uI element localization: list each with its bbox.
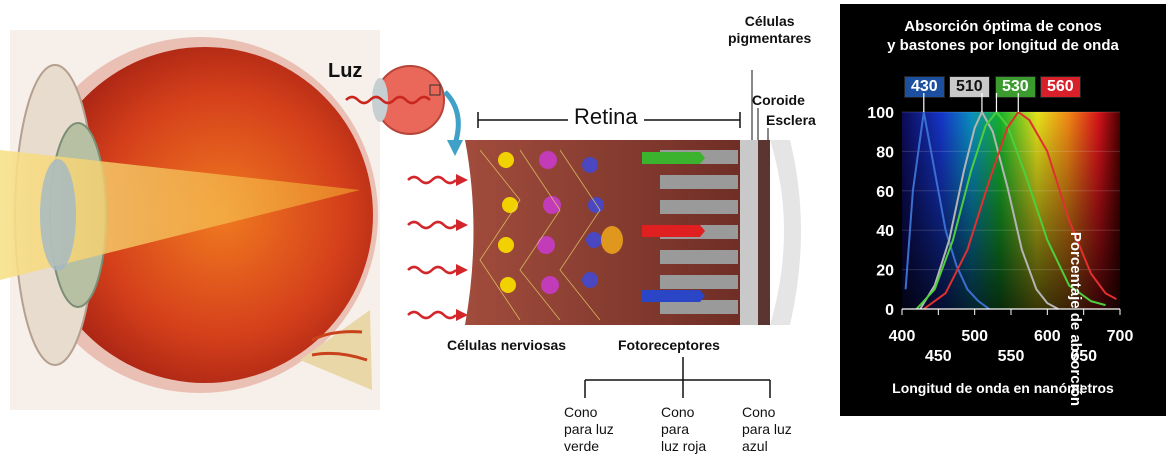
chart-y-axis-label: Porcentaje de absorción bbox=[1067, 204, 1084, 434]
cone-red-line2: para bbox=[661, 421, 706, 438]
retina-label: Retina bbox=[568, 104, 644, 130]
cone-green-label: Cono para luz verde bbox=[564, 404, 614, 455]
x-tick-label-400: 400 bbox=[889, 328, 916, 345]
cone-blue-line1: Cono bbox=[742, 404, 792, 421]
x-tick-label-600: 600 bbox=[1034, 328, 1061, 345]
cone-green-line1: Cono bbox=[564, 404, 614, 421]
light-label: Luz bbox=[328, 60, 362, 83]
cone-blue-label: Cono para luz azul bbox=[742, 404, 792, 455]
sclera-label: Esclera bbox=[766, 112, 816, 128]
cone-green-line3: verde bbox=[564, 438, 614, 455]
x-tick-label-500: 500 bbox=[961, 328, 988, 345]
light-waves bbox=[408, 177, 456, 318]
nerve-cells-label: Células nerviosas bbox=[447, 337, 566, 353]
cone-green-line2: para luz bbox=[564, 421, 614, 438]
y-tick-label-80: 80 bbox=[876, 144, 894, 161]
pigment-cells-line2: pigmentares bbox=[728, 30, 811, 47]
absorption-chart: 020406080100400500600700450550650 bbox=[840, 4, 1166, 416]
pigment-cells-label: Células pigmentares bbox=[728, 13, 811, 47]
pigment-cells-line1: Células bbox=[728, 13, 811, 30]
x-tick-label-700: 700 bbox=[1107, 328, 1134, 345]
cone-red-line3: luz roja bbox=[661, 438, 706, 455]
cone-blue-line2: para luz bbox=[742, 421, 792, 438]
x-tick-label-450: 450 bbox=[925, 348, 952, 365]
chart-x-axis-label: Longitud de onda en nanómetros bbox=[840, 380, 1166, 396]
cone-blue-line3: azul bbox=[742, 438, 792, 455]
spectrum-fade bbox=[902, 112, 1120, 309]
retina-layers bbox=[465, 140, 801, 325]
y-tick-label-40: 40 bbox=[876, 223, 894, 240]
choroid-label: Coroide bbox=[752, 92, 805, 108]
y-tick-label-20: 20 bbox=[876, 263, 894, 280]
eye-cross-section bbox=[0, 30, 380, 410]
photoreceptor-tree bbox=[585, 357, 770, 398]
absorption-chart-panel: Absorción óptima de conos y bastones por… bbox=[840, 4, 1166, 416]
light-arrowheads bbox=[456, 174, 468, 321]
y-tick-label-0: 0 bbox=[885, 302, 894, 319]
photoreceptors-label: Fotoreceptores bbox=[618, 337, 720, 353]
y-tick-label-100: 100 bbox=[867, 105, 894, 122]
cone-red-label: Cono para luz roja bbox=[661, 404, 706, 455]
y-tick-label-60: 60 bbox=[876, 184, 894, 201]
cone-red-line1: Cono bbox=[661, 404, 706, 421]
x-tick-label-550: 550 bbox=[998, 348, 1025, 365]
